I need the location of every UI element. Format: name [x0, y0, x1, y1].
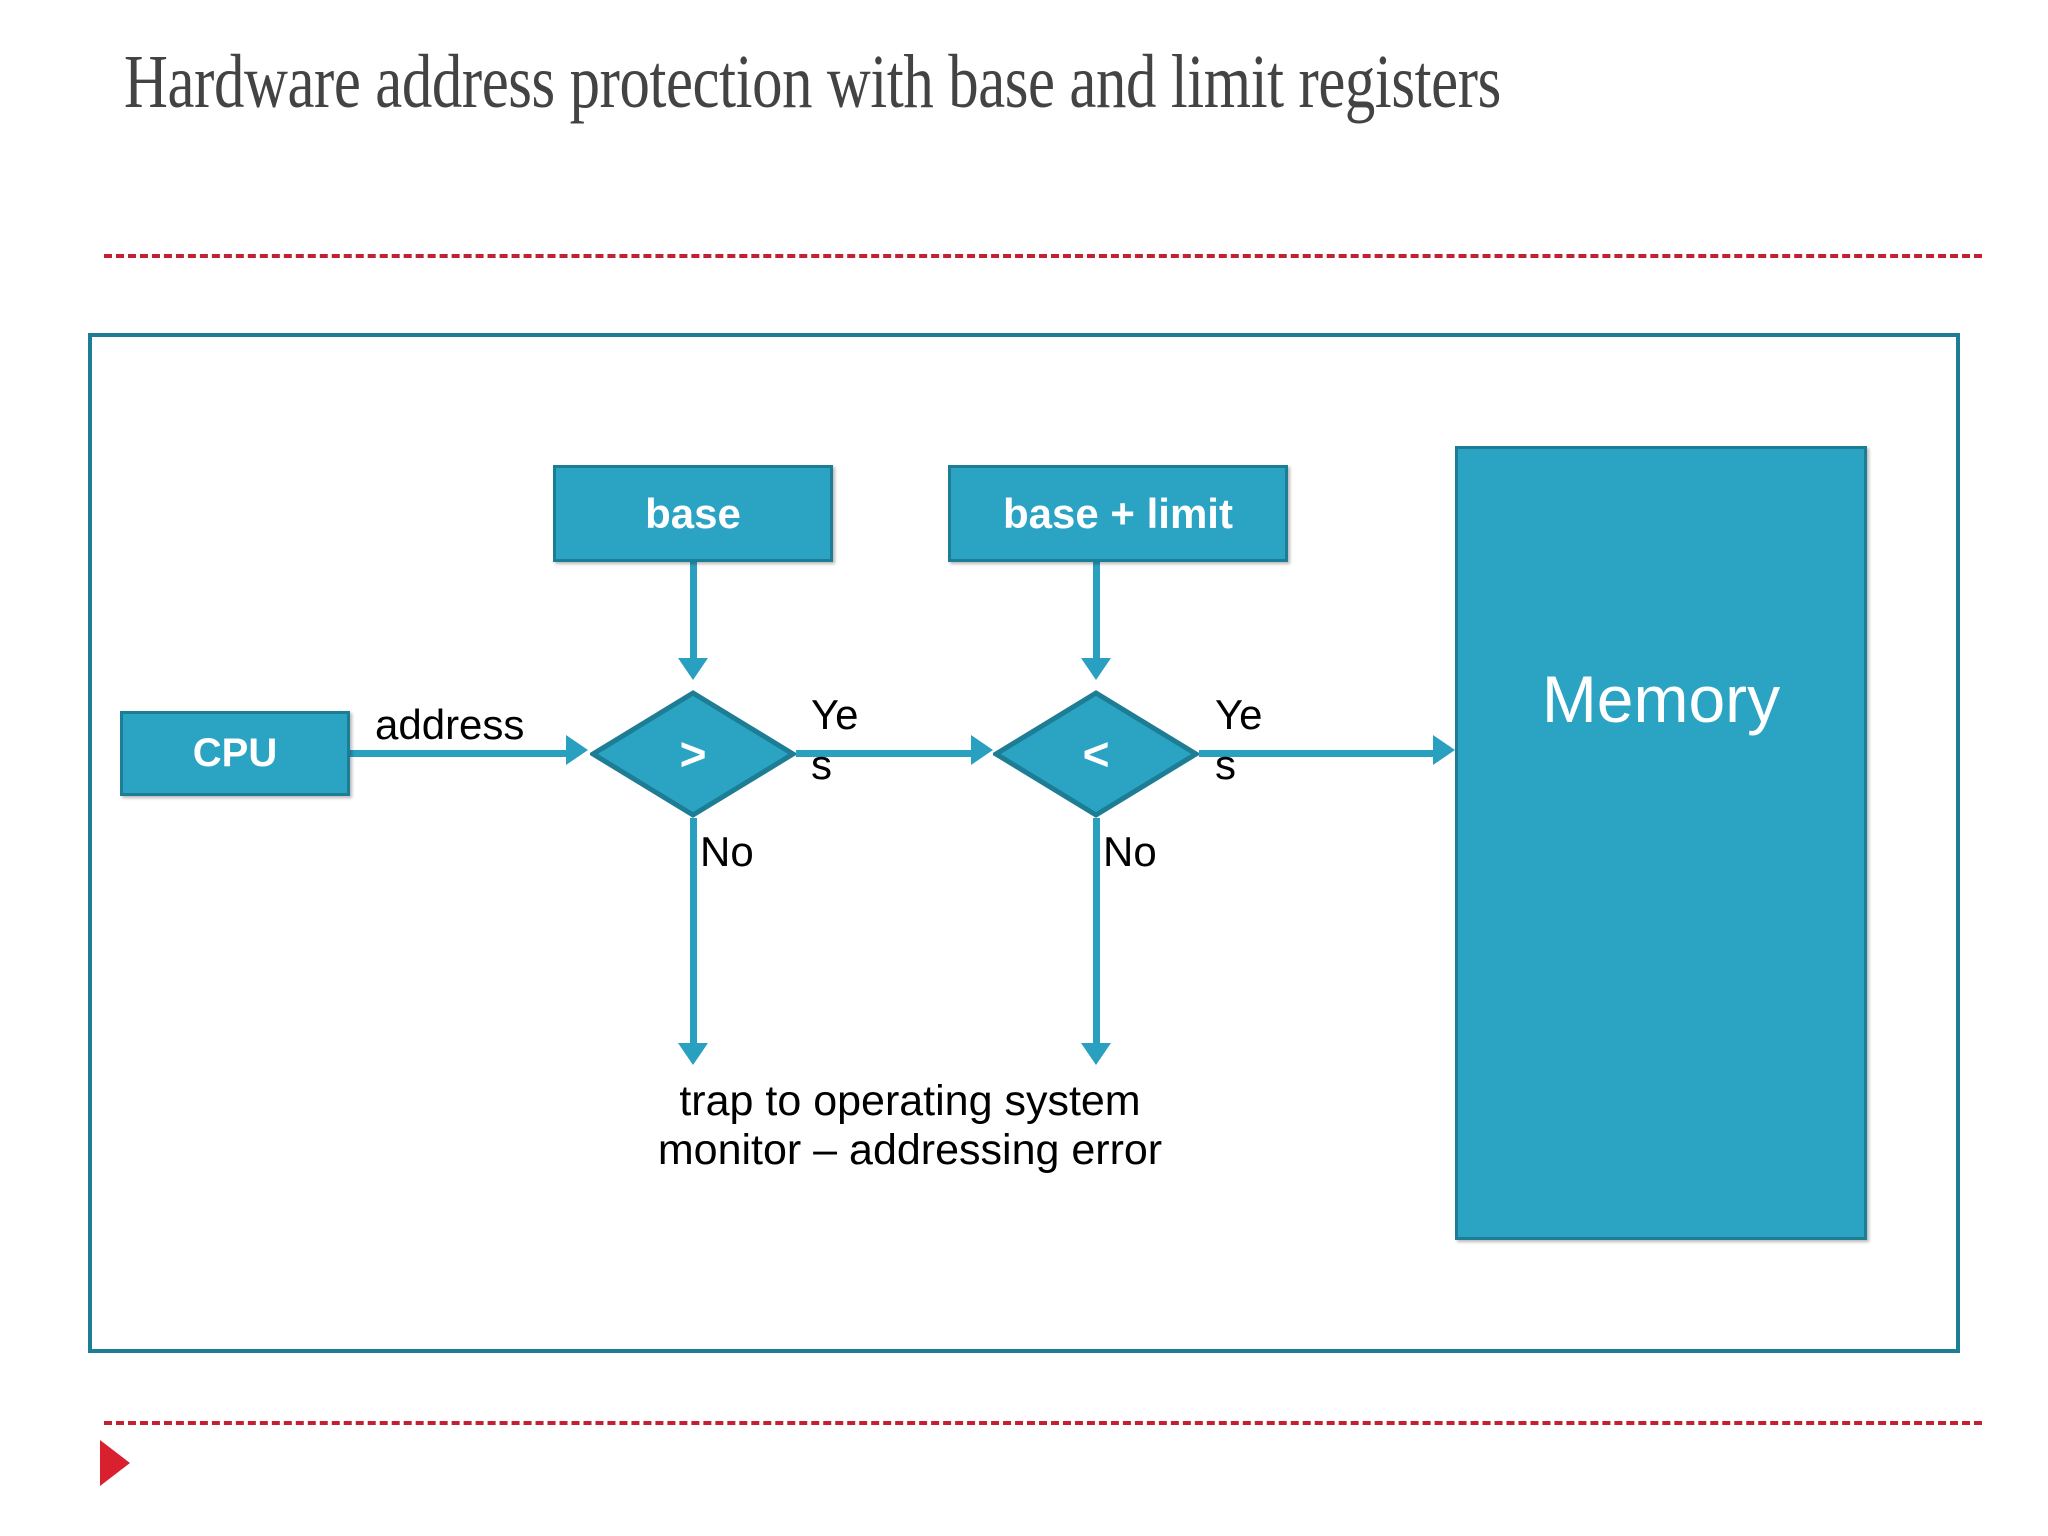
page-title: Hardware address protection with base an…	[124, 40, 1501, 124]
edge-label-yes-second: Ye s	[1215, 691, 1263, 788]
title-divider-top	[104, 254, 1982, 258]
connector-lt-no-to-trap	[1093, 818, 1100, 1048]
arrowhead-lt-no-icon	[1081, 1043, 1111, 1065]
edge-label-yes-first: Ye s	[811, 691, 859, 788]
node-memory[interactable]: Memory	[1455, 446, 1867, 1240]
node-base-register[interactable]: base	[553, 465, 833, 562]
connector-cpu-to-gt	[350, 750, 568, 757]
arrowhead-baselimit-to-lt-icon	[1081, 658, 1111, 680]
decision-greater-than[interactable]: >	[590, 690, 796, 818]
edge-label-no-second: No	[1103, 828, 1157, 875]
diamond-shape-icon	[993, 690, 1199, 818]
connector-baselimit-to-lt	[1093, 562, 1100, 662]
footer-divider-bottom	[104, 1421, 1982, 1425]
node-base-plus-limit-register[interactable]: base + limit	[948, 465, 1288, 562]
edge-label-address: address	[375, 701, 525, 748]
arrowhead-lt-yes-icon	[1433, 735, 1455, 765]
trap-message-text: trap to operating system monitor – addre…	[657, 1077, 1163, 1175]
arrowhead-gt-no-icon	[678, 1043, 708, 1065]
diamond-shape-icon	[590, 690, 796, 818]
connector-gt-yes-to-lt	[796, 750, 974, 757]
play-triangle-icon	[100, 1440, 130, 1486]
connector-base-to-gt	[690, 562, 697, 662]
edge-label-no-first: No	[700, 828, 754, 875]
node-cpu[interactable]: CPU	[120, 711, 350, 796]
arrowhead-cpu-to-gt-icon	[566, 735, 588, 765]
connector-lt-yes-to-memory	[1199, 750, 1434, 757]
arrowhead-gt-yes-icon	[971, 735, 993, 765]
arrowhead-base-to-gt-icon	[678, 658, 708, 680]
connector-gt-no-to-trap	[690, 818, 697, 1048]
decision-less-than[interactable]: <	[993, 690, 1199, 818]
